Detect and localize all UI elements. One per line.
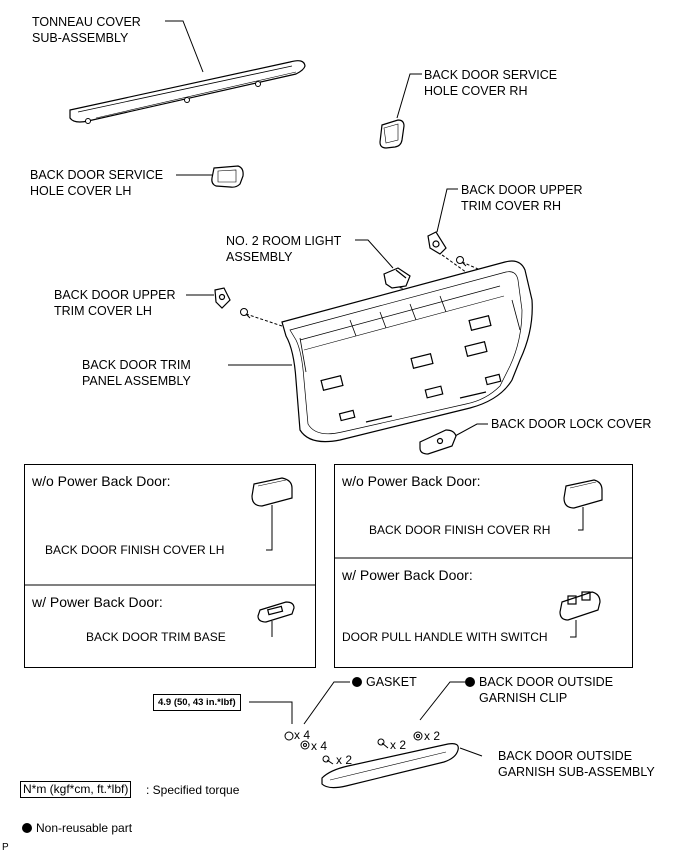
tonneau-cover-drawing xyxy=(69,60,306,124)
qty-clip: x 2 xyxy=(424,729,441,743)
leader-pull-handle xyxy=(570,620,577,638)
variant-label-left-bottom: w/ Power Back Door: xyxy=(32,594,163,610)
leader-tonneau xyxy=(165,20,204,73)
legend-torque-desc: : Specified torque xyxy=(146,783,240,797)
qty-nut: x 4 xyxy=(294,728,311,742)
legend-non-reusable: Non-reusable part xyxy=(22,820,132,836)
leader-room-light xyxy=(355,239,394,269)
finish-cover-rh-drawing xyxy=(563,479,603,509)
label-pull-handle: DOOR PULL HANDLE WITH SWITCH xyxy=(342,630,548,644)
clip-rh-drawing xyxy=(456,256,467,267)
service-cover-lh-drawing xyxy=(211,165,244,188)
non-reusable-dot-icon xyxy=(352,677,362,687)
label-trim-base: BACK DOOR TRIM BASE xyxy=(86,630,226,644)
label-gasket: GASKET xyxy=(352,674,417,690)
variant-label-right-top: w/o Power Back Door: xyxy=(342,473,481,489)
leader-finish-lh xyxy=(266,505,273,551)
qty-screw: x 2 xyxy=(336,753,353,767)
trim-panel-drawing xyxy=(281,260,533,443)
room-light-drawing xyxy=(383,267,411,289)
lock-cover-drawing xyxy=(419,429,457,455)
torque-spec-box: 4.9 (50, 43 in.*lbf) xyxy=(153,694,241,711)
clip-lh-drawing xyxy=(240,308,251,319)
qty-bolt: x 2 xyxy=(390,738,407,752)
variant-box-right xyxy=(334,464,633,668)
leader-clip xyxy=(419,681,465,721)
leader-gasket xyxy=(303,681,350,725)
label-finish-cover-lh: BACK DOOR FINISH COVER LH xyxy=(45,543,225,557)
leader-lock-cover xyxy=(454,423,488,437)
outside-garnish-drawing xyxy=(321,743,459,789)
variant-label-left-top: w/o Power Back Door: xyxy=(32,473,171,489)
leader-service-rh xyxy=(396,73,422,119)
variant-box-left xyxy=(24,464,316,668)
upper-trim-lh-drawing xyxy=(214,287,231,309)
leader-garnish xyxy=(459,747,483,757)
finish-cover-lh-drawing xyxy=(251,477,293,507)
label-finish-cover-rh: BACK DOOR FINISH COVER RH xyxy=(369,523,551,537)
upper-trim-rh-drawing xyxy=(427,231,447,255)
variant-label-right-bottom: w/ Power Back Door: xyxy=(342,567,473,583)
corner-mark: P xyxy=(2,842,9,853)
service-cover-rh-drawing xyxy=(379,119,405,149)
non-reusable-dot-icon xyxy=(465,677,475,687)
leader-finish-rh xyxy=(578,507,584,531)
fasteners-drawing xyxy=(284,731,423,765)
label-lock-cover: BACK DOOR LOCK COVER xyxy=(491,417,652,431)
leader-upper-trim-rh xyxy=(436,188,458,233)
trim-base-drawing xyxy=(257,601,295,623)
non-reusable-dot-icon xyxy=(22,823,32,833)
qty-gasket: x 4 xyxy=(311,739,328,753)
pull-handle-drawing xyxy=(559,591,601,621)
label-garnish-clip: BACK DOOR OUTSIDE GARNISH CLIP xyxy=(465,674,613,706)
legend-torque-unit: N*m (kgf*cm, ft.*lbf) xyxy=(20,781,132,798)
leader-torque xyxy=(249,701,293,724)
